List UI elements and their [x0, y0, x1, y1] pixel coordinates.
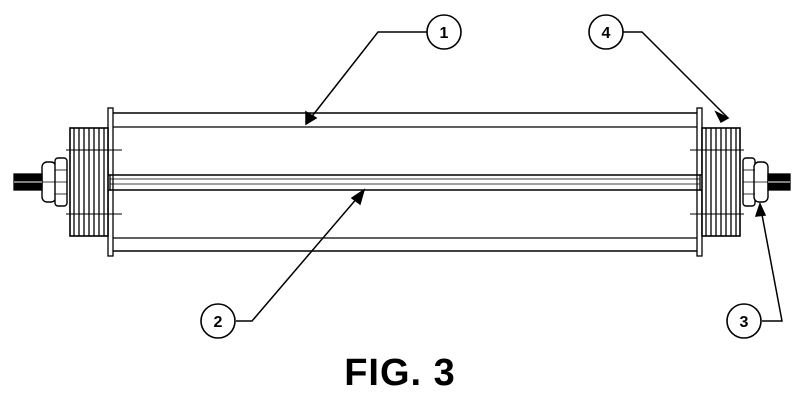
right-threaded-end: [767, 173, 791, 191]
figure-caption: FIG. 3: [344, 352, 456, 394]
left-nut: [41, 157, 68, 207]
right-nut: [742, 157, 769, 207]
center-shaft: [72, 174, 740, 191]
leader-1: [305, 31, 427, 126]
callout-3-label: 3: [740, 314, 749, 331]
callout-4-label: 4: [602, 25, 611, 42]
left-bearing-housing: [66, 127, 122, 237]
roller-tube: [112, 112, 698, 252]
leader-3: [754, 201, 783, 322]
callout-2-circle: [200, 303, 236, 339]
callout-3-circle: [726, 303, 762, 339]
callout-1-circle: [426, 14, 462, 50]
right-bearing-housing: [690, 127, 744, 237]
callout-4-circle: [588, 14, 624, 50]
leader-2: [236, 188, 366, 322]
left-threaded-end: [13, 173, 43, 191]
leader-4: [623, 31, 730, 124]
callout-2-label: 2: [214, 314, 223, 331]
callout-1-label: 1: [440, 25, 449, 42]
